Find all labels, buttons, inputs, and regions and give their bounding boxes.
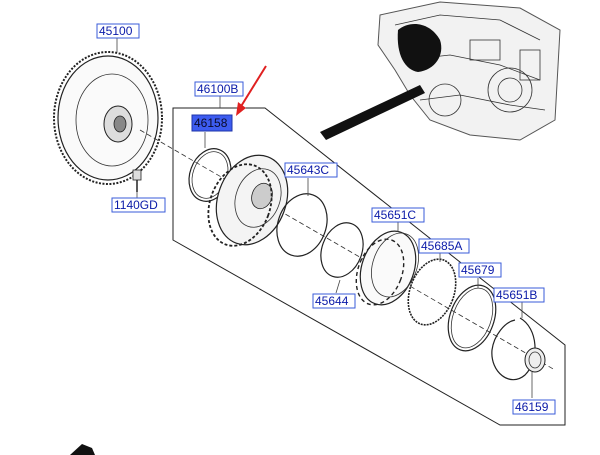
label-45685a[interactable]: 45685A (418, 238, 470, 254)
snap-ring-b-part (447, 284, 497, 352)
axis-line (139, 129, 556, 371)
converter-housing-image (207, 154, 289, 247)
retainer-ring-part (491, 317, 536, 381)
label-45643c[interactable]: 45643C (284, 162, 338, 178)
label-45100-text: 45100 (99, 24, 133, 38)
logo-fragment-icon (70, 444, 95, 455)
label-46100b-text: 46100B (197, 82, 238, 96)
label-45679[interactable]: 45679 (458, 262, 502, 278)
torque-converter-image (53, 51, 163, 185)
snap-ring-a-part (407, 258, 457, 326)
label-45679-text: 45679 (461, 263, 495, 277)
label-45643c-text: 45643C (287, 163, 329, 177)
clutch-drum-image (355, 230, 419, 306)
highlight-arrow (236, 65, 267, 116)
bolt-image (132, 169, 142, 192)
seal-ring-large-part (276, 193, 328, 257)
label-45651c-text: 45651C (374, 208, 416, 222)
group-outline (172, 107, 566, 426)
label-1140gd[interactable]: 1140GD (111, 197, 166, 213)
label-46159-text: 46159 (515, 400, 549, 414)
label-45651b-text: 45651B (496, 288, 537, 302)
seal-ring-small-part (320, 222, 364, 278)
bushing-image (524, 347, 546, 373)
label-46158-text: 46158 (194, 116, 228, 130)
label-45651c[interactable]: 45651C (371, 207, 425, 223)
label-46100b[interactable]: 46100B (194, 81, 244, 97)
label-46159[interactable]: 46159 (512, 399, 556, 415)
label-45644-text: 45644 (315, 294, 349, 308)
leader-lines (116, 38, 533, 398)
label-1140gd-text: 1140GD (114, 198, 158, 212)
label-45651b[interactable]: 45651B (493, 287, 545, 303)
label-45644[interactable]: 45644 (312, 293, 356, 309)
transmission-assembly-image (320, 1, 561, 141)
label-45685a-text: 45685A (421, 239, 462, 253)
label-45100[interactable]: 45100 (96, 23, 140, 39)
label-46158[interactable]: 46158 (191, 114, 233, 132)
